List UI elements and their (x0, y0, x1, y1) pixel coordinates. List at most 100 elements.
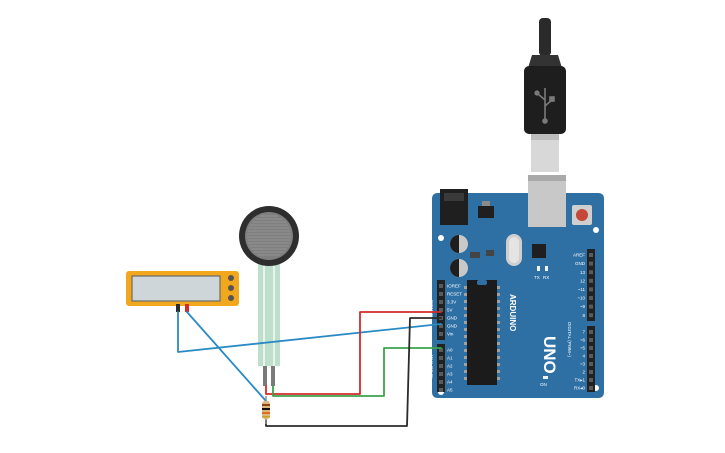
header-pin[interactable] (589, 354, 593, 358)
header-pin[interactable] (439, 308, 443, 312)
pin-label: IOREF (447, 284, 461, 289)
pin-label: A2 (447, 364, 453, 369)
pin-label: ~11 (578, 287, 586, 292)
header-pin[interactable] (589, 304, 593, 309)
header-pin[interactable] (589, 330, 593, 334)
header-pin[interactable] (589, 270, 593, 275)
multimeter-probe-com (176, 304, 180, 312)
header-pin[interactable] (589, 346, 593, 350)
header-pin[interactable] (439, 348, 443, 352)
arduino-uno-board[interactable]: TX RX ON ARDUINO UNO POWER ANALOG IN DIG… (429, 175, 604, 398)
pin-label: GND (447, 316, 458, 321)
pin-label: A1 (447, 356, 453, 361)
tx-rx-leds: TX RX (534, 266, 549, 280)
wires (177, 311, 442, 427)
pin-label: ~5 (580, 346, 586, 351)
header-pin[interactable] (439, 324, 443, 328)
resistor-band (262, 404, 270, 406)
header-pin[interactable] (439, 332, 443, 336)
pin-label: Vin (447, 332, 454, 337)
pin-label: 4 (582, 354, 585, 359)
pin-label: A5 (447, 388, 453, 393)
pin-label: 13 (580, 270, 586, 275)
pin-label: ~10 (577, 296, 585, 301)
pin-label: 5V (447, 308, 453, 313)
pin-label: TX▸1 (574, 378, 585, 383)
pin-label: GND (575, 261, 586, 266)
pin-label: RESET (447, 292, 462, 297)
wire-a0[interactable] (272, 347, 442, 397)
pin-label: 8 (582, 313, 585, 318)
header-pin[interactable] (589, 287, 593, 292)
pull-down-resistor[interactable] (262, 396, 270, 424)
digital-pins-top: AREF GND 13 12 ~11 ~10 ~9 8 (573, 253, 593, 318)
multimeter-probe-pos (185, 304, 189, 312)
header-pin[interactable] (589, 261, 593, 266)
wire-meter-signal[interactable] (186, 311, 267, 402)
force-sensitive-resistor[interactable] (239, 206, 299, 386)
pin-label: A0 (447, 348, 453, 353)
pin-label: A4 (447, 380, 453, 385)
mcu-pins (464, 286, 500, 380)
header-pin[interactable] (439, 388, 443, 392)
power-header-title: POWER (429, 300, 434, 318)
header-pin[interactable] (439, 300, 443, 304)
fsr-lead-2 (271, 366, 275, 386)
header-pin[interactable] (589, 313, 593, 318)
usb-plug-neck (528, 55, 562, 68)
header-pin[interactable] (439, 380, 443, 384)
header-pin[interactable] (439, 372, 443, 376)
usb-jack (528, 175, 566, 227)
resistor-band (262, 408, 270, 410)
header-pin[interactable] (589, 378, 593, 382)
pin-label: GND (447, 324, 458, 329)
header-pin[interactable] (439, 356, 443, 360)
header-pin[interactable] (589, 296, 593, 300)
analog-header-title: ANALOG IN (429, 354, 434, 379)
header-pin[interactable] (589, 338, 593, 342)
wire-meter-gnd[interactable] (177, 311, 442, 353)
header-pin[interactable] (439, 284, 443, 288)
multimeter-mode-r-icon[interactable] (228, 295, 234, 301)
svg-text:TX: TX (534, 275, 540, 280)
multimeter[interactable] (126, 271, 239, 312)
pin-label: 12 (580, 278, 586, 283)
resistor-band (262, 416, 270, 418)
header-pin[interactable] (439, 364, 443, 368)
pin-label: 2 (582, 370, 585, 375)
pin-label: 7 (582, 330, 585, 335)
digital-header-title: DIGITAL (PWM~) (567, 322, 572, 357)
fsr-strip (258, 258, 280, 366)
pin-label: AREF (573, 253, 585, 258)
pin-label: RX◂0 (574, 386, 586, 391)
usb-cable[interactable] (524, 18, 566, 172)
header-pin[interactable] (589, 278, 593, 283)
header-pin[interactable] (439, 292, 443, 296)
power-led (543, 376, 548, 379)
multimeter-mode-v-icon[interactable] (228, 285, 234, 291)
header-pin[interactable] (589, 362, 593, 366)
fsr-sensing-area (245, 212, 293, 260)
header-pin[interactable] (589, 386, 593, 390)
usb-symbol-icon (534, 88, 555, 124)
usb-plug-metal (531, 134, 559, 172)
digital-header-bottom (587, 326, 595, 392)
on-label: ON (540, 382, 547, 387)
pin-label: ~3 (580, 362, 586, 367)
wire-5v[interactable] (265, 311, 442, 395)
model-label: UNO (540, 336, 559, 374)
fsr-lead-1 (263, 366, 267, 386)
multimeter-display (131, 275, 221, 302)
resistor-band (262, 412, 270, 414)
multimeter-mode-a-icon[interactable] (228, 275, 234, 281)
mount-hole (438, 235, 444, 241)
voltage-regulator (478, 206, 494, 218)
usb-cable-cord (539, 18, 551, 56)
header-pin[interactable] (589, 370, 593, 374)
pin-label: A3 (447, 372, 453, 377)
reset-button-cap (576, 209, 588, 221)
header-pin[interactable] (589, 253, 593, 257)
pin-label: ~9 (580, 304, 586, 309)
